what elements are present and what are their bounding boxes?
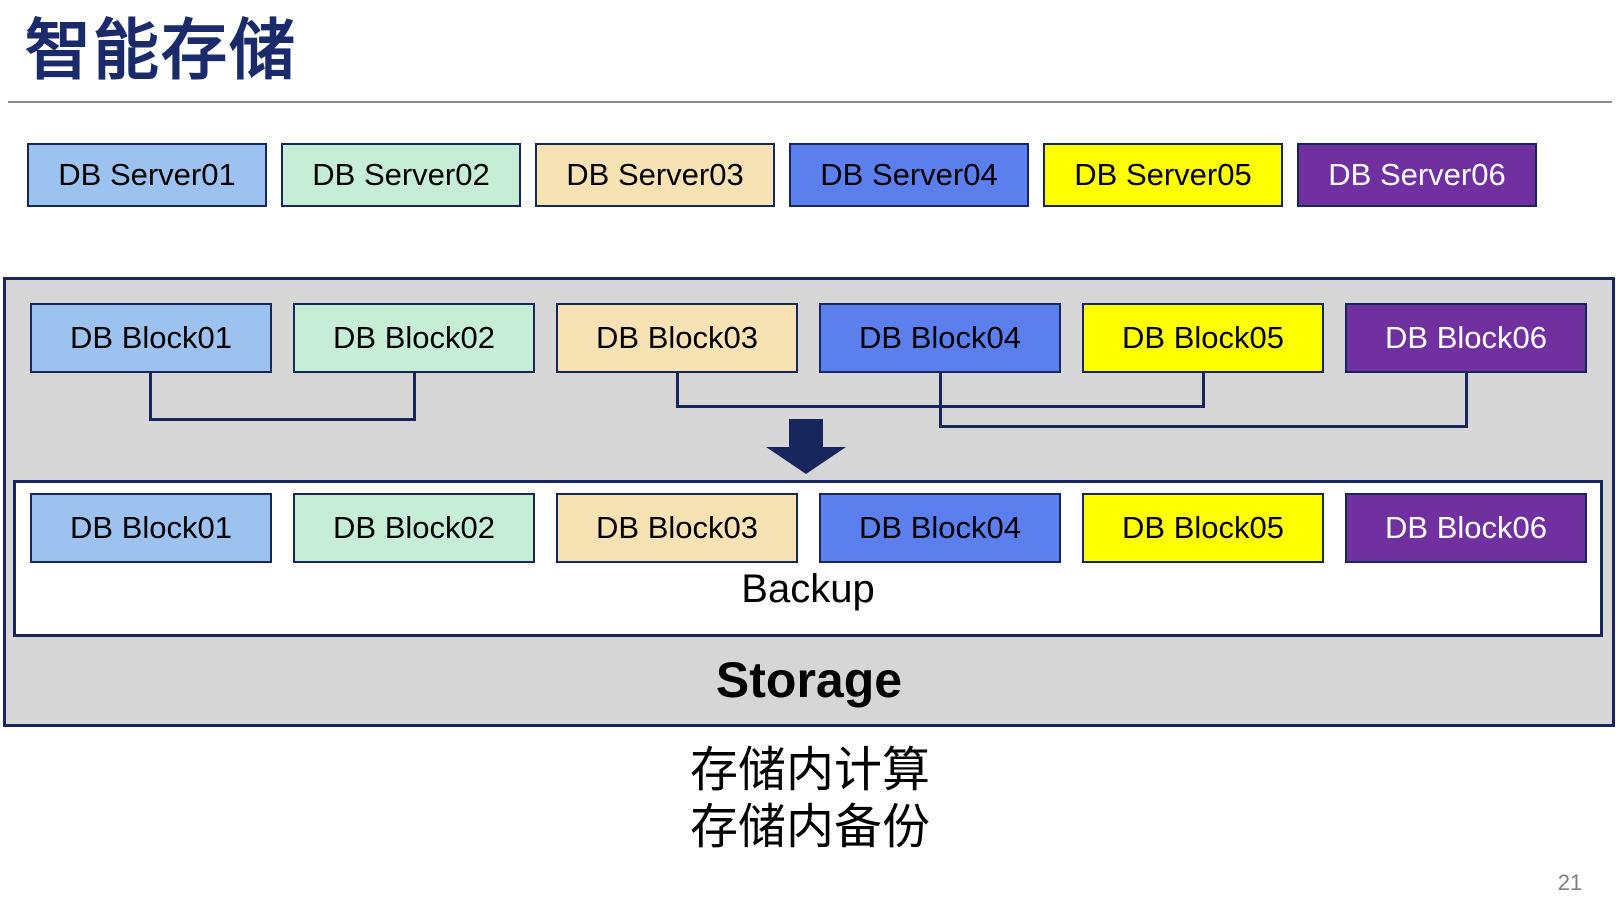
upper-db-block-03-box: DB Block03 xyxy=(556,303,798,373)
upper-db-block-02-box: DB Block02 xyxy=(293,303,535,373)
connector-line xyxy=(939,425,1468,428)
connector-line xyxy=(1465,373,1468,428)
lower-db-block-06-box: DB Block06 xyxy=(1345,493,1587,563)
db-server-04-box: DB Server04 xyxy=(789,143,1029,207)
lower-db-block-03-box: DB Block03 xyxy=(556,493,798,563)
lower-db-block-04-box: DB Block04 xyxy=(819,493,1061,563)
storage-label: Storage xyxy=(715,652,903,708)
page-number: 21 xyxy=(1557,870,1583,895)
db-server-02-box: DB Server02 xyxy=(281,143,521,207)
connector-line xyxy=(1202,373,1205,408)
connector-line xyxy=(939,373,942,428)
title-divider xyxy=(8,101,1612,103)
connector-line xyxy=(149,373,152,421)
db-server-06-box: DB Server06 xyxy=(1297,143,1537,207)
upper-db-block-06-box: DB Block06 xyxy=(1345,303,1587,373)
connector-line xyxy=(676,373,679,408)
connector-line xyxy=(149,418,416,421)
caption-line-1: 存储内计算 xyxy=(689,744,930,797)
lower-db-block-05-box: DB Block05 xyxy=(1082,493,1324,563)
upper-db-block-04-box: DB Block04 xyxy=(819,303,1061,373)
caption-text: 存储内计算 存储内备份 xyxy=(0,742,1620,856)
lower-db-block-02-box: DB Block02 xyxy=(293,493,535,563)
page-title: 智能存储 xyxy=(25,13,297,87)
down-arrow-icon xyxy=(766,447,846,474)
lower-db-block-01-box: DB Block01 xyxy=(30,493,272,563)
backup-container xyxy=(13,480,1603,637)
db-server-01-box: DB Server01 xyxy=(27,143,267,207)
connector-line xyxy=(413,373,416,421)
down-arrow-icon xyxy=(789,419,823,448)
upper-db-block-05-box: DB Block05 xyxy=(1082,303,1324,373)
db-server-03-box: DB Server03 xyxy=(535,143,775,207)
backup-label: Backup xyxy=(741,567,875,611)
caption-line-2: 存储内备份 xyxy=(689,801,930,854)
db-server-05-box: DB Server05 xyxy=(1043,143,1283,207)
upper-db-block-01-box: DB Block01 xyxy=(30,303,272,373)
